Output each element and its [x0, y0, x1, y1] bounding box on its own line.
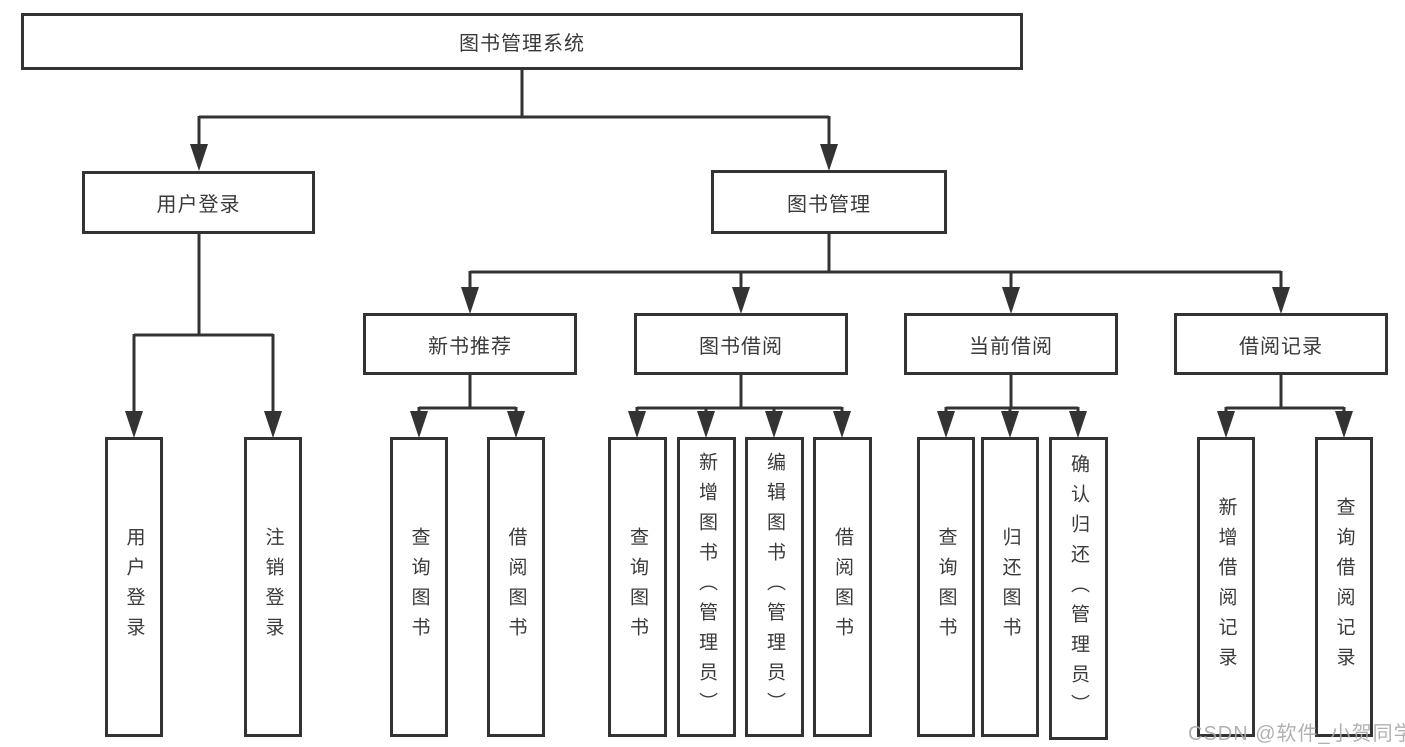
leaf-confirm-return-admin-label: 确认归还（管理员） [1068, 453, 1089, 724]
arrow-down-icon [833, 411, 851, 438]
leaf-add-book-admin: 新增图书（管理员） [677, 437, 736, 737]
node-user-login: 用户登录 [82, 171, 315, 234]
connector-current-to-children [944, 375, 1080, 414]
arrow-down-icon [125, 411, 143, 438]
arrow-down-icon [1217, 411, 1235, 438]
leaf-borrow-books-label: 借阅图书 [832, 527, 853, 647]
arrow-down-icon [1272, 287, 1290, 314]
leaf-edit-book-admin-label: 编辑图书（管理员） [764, 452, 785, 722]
arrow-down-icon [1002, 287, 1020, 314]
leaf-query-books-borrow: 查询图书 [608, 437, 667, 737]
leaf-return-books: 归还图书 [981, 437, 1039, 737]
leaf-confirm-return-admin: 确认归还（管理员） [1049, 437, 1108, 740]
connector-root-to-level2 [197, 70, 831, 146]
arrow-down-icon [765, 411, 783, 438]
node-book-management: 图书管理 [711, 170, 947, 234]
watermark: CSDN @软件_小贺同学 [1188, 723, 1405, 745]
connector-borrow-to-children [635, 375, 844, 414]
connector-path-group [132, 70, 1346, 414]
arrow-down-icon [264, 411, 282, 438]
arrow-down-icon [507, 411, 525, 438]
leaf-user-login: 用户登录 [105, 437, 163, 737]
leaf-logout-label: 注销登录 [262, 527, 284, 647]
leaf-query-books-recommend-label: 查询图书 [408, 527, 430, 647]
leaf-borrow-books-recommend: 借阅图书 [487, 437, 545, 737]
arrowheads-group [125, 144, 1353, 438]
arrow-down-icon [410, 411, 428, 438]
node-root: 图书管理系统 [21, 13, 1023, 70]
leaf-borrow-books: 借阅图书 [813, 437, 872, 737]
connector-records-to-children [1224, 375, 1346, 414]
leaf-query-borrow-record: 查询借阅记录 [1315, 437, 1373, 737]
leaf-return-books-label: 归还图书 [999, 527, 1021, 647]
node-borrow-records: 借阅记录 [1174, 313, 1388, 375]
arrow-down-icon [1069, 411, 1087, 438]
leaf-query-books-current: 查询图书 [917, 437, 975, 737]
leaf-add-borrow-record: 新增借阅记录 [1197, 437, 1255, 737]
connector-newbooks-to-children [417, 375, 518, 414]
arrow-down-icon [190, 144, 208, 171]
arrow-down-icon [820, 144, 838, 171]
arrow-down-icon [628, 411, 646, 438]
node-new-book-recommend: 新书推荐 [363, 313, 577, 375]
leaf-edit-book-admin: 编辑图书（管理员） [745, 437, 804, 737]
leaf-query-books-current-label: 查询图书 [935, 527, 957, 647]
arrow-down-icon [732, 287, 750, 314]
arrow-down-icon [697, 411, 715, 438]
leaf-add-borrow-record-label: 新增借阅记录 [1215, 497, 1237, 677]
arrow-down-icon [461, 287, 479, 314]
leaf-borrow-books-recommend-label: 借阅图书 [505, 527, 527, 647]
arrow-down-icon [937, 411, 955, 438]
connector-user-to-children [132, 234, 275, 414]
node-current-borrow: 当前借阅 [904, 313, 1118, 375]
leaf-add-book-admin-label: 新增图书（管理员） [696, 452, 717, 722]
node-book-borrow: 图书借阅 [634, 313, 848, 375]
leaf-logout: 注销登录 [244, 437, 302, 737]
leaf-query-books-recommend: 查询图书 [390, 437, 448, 737]
leaf-query-borrow-record-label: 查询借阅记录 [1333, 497, 1355, 677]
arrow-down-icon [1001, 411, 1019, 438]
leaf-query-books-borrow-label: 查询图书 [627, 527, 648, 647]
leaf-user-login-label: 用户登录 [123, 527, 145, 647]
connector-book-to-sections [468, 234, 1283, 290]
arrow-down-icon [1335, 411, 1353, 438]
